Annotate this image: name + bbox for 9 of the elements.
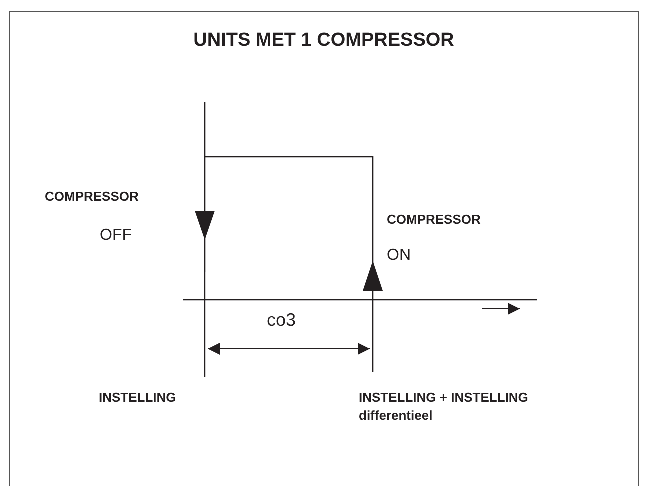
- setpoint-label: INSTELLING + INSTELLING: [359, 391, 528, 404]
- state-label: COMPRESSOR: [45, 190, 139, 203]
- diagram-title: UNITS MET 1 COMPRESSOR: [192, 30, 456, 52]
- state-value: ON: [387, 248, 411, 264]
- state-value: OFF: [100, 228, 132, 244]
- dimension-label: co3: [267, 311, 296, 329]
- setpoint-note: differentieel: [359, 409, 433, 422]
- setpoint-label: INSTELLING: [99, 391, 176, 404]
- state-label: COMPRESSOR: [387, 213, 481, 226]
